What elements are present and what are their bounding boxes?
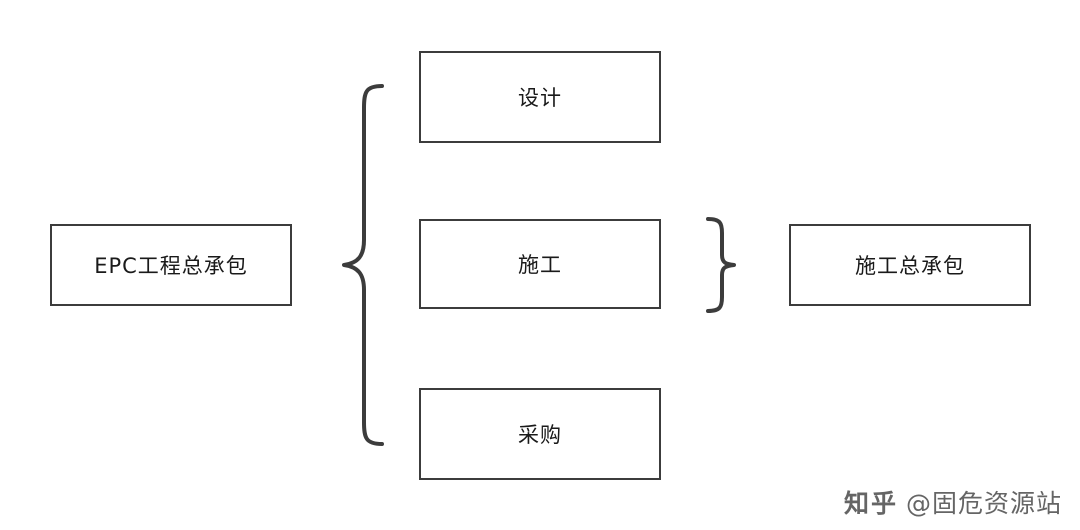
node-epc-label: EPC工程总承包	[94, 254, 248, 278]
node-shigong-label: 施工	[518, 253, 562, 277]
left-curly-brace-icon-large	[330, 80, 390, 450]
node-epc: EPC工程总承包	[50, 224, 292, 306]
node-sheji: 设计	[419, 51, 661, 143]
node-zongchengbao-label: 施工总承包	[855, 254, 965, 278]
node-zongchengbao: 施工总承包	[789, 224, 1031, 306]
watermark: 知乎 @固危资源站	[844, 484, 1062, 520]
watermark-text: @固危资源站	[905, 489, 1062, 518]
node-shigong: 施工	[419, 219, 661, 309]
node-caigou: 采购	[419, 388, 661, 480]
node-sheji-label: 设计	[518, 86, 562, 110]
node-caigou-label: 采购	[518, 423, 562, 447]
left-curly-brace-icon-small	[702, 215, 742, 315]
zhihu-logo: 知乎	[843, 489, 898, 518]
